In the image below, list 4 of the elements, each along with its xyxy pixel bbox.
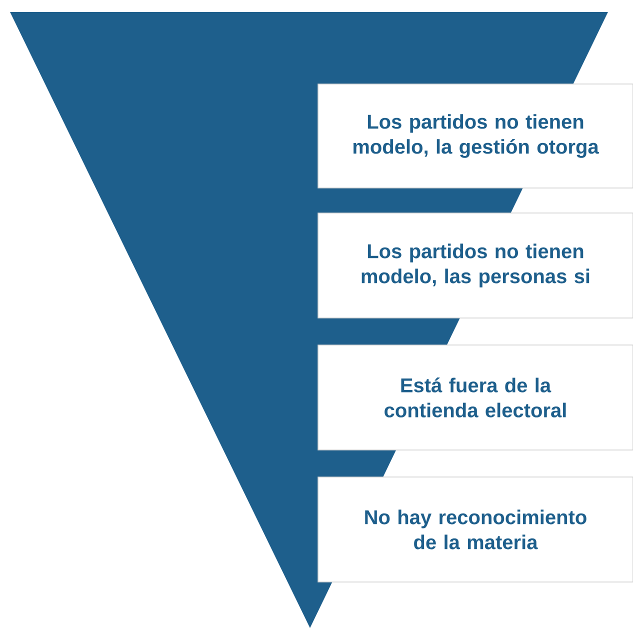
text-box: Los partidos no tienen modelo, la gestión otorga: [318, 84, 633, 188]
text-box: No hay reconocimiento de la materia: [318, 476, 633, 582]
text-box: Los partidos no tienen modelo, las personas si: [318, 212, 633, 318]
text-box: Está fuera de la contienda electoral: [318, 344, 633, 450]
